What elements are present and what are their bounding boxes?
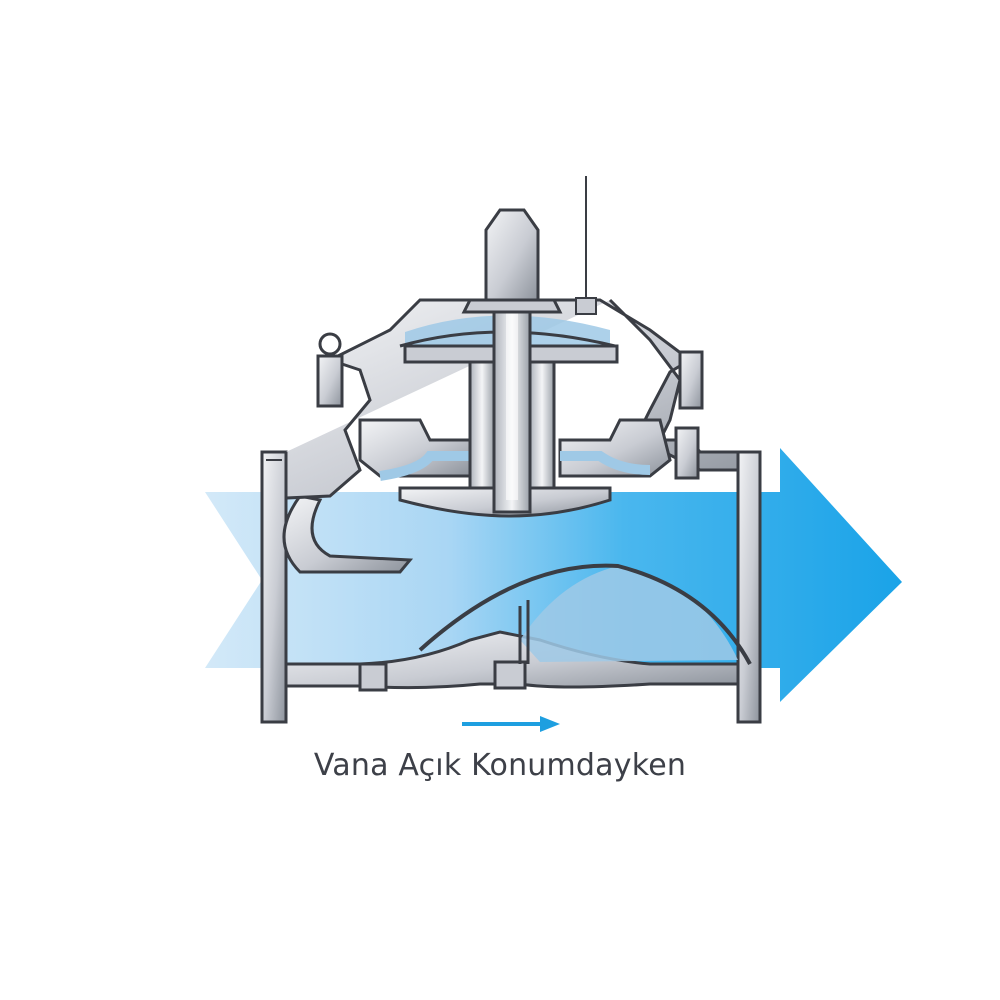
valve-body-bottom (284, 630, 740, 690)
bottom-drain-plug (493, 660, 527, 690)
right-inner-chamber (558, 418, 672, 478)
direction-arrow-icon (462, 716, 560, 732)
cover-bolt-right (678, 350, 704, 410)
bottom-boss-left (358, 662, 388, 692)
lower-chamber (520, 566, 738, 662)
spool-right-pillar (528, 360, 556, 490)
inlet-flange (260, 450, 288, 724)
flow-arrow-icon (205, 448, 902, 702)
control-port (575, 297, 597, 315)
outlet-flange (736, 450, 762, 724)
body-bolt-right (674, 426, 700, 480)
seat-dome (418, 563, 752, 665)
eye-bolt-icon (316, 332, 344, 408)
valve-body-top (284, 298, 740, 500)
inlet-guide (282, 494, 414, 574)
diagram-caption: Vana Açık Konumdayken (313, 748, 687, 783)
spool-left-pillar (468, 360, 496, 490)
stem-guide-cap (484, 208, 540, 302)
